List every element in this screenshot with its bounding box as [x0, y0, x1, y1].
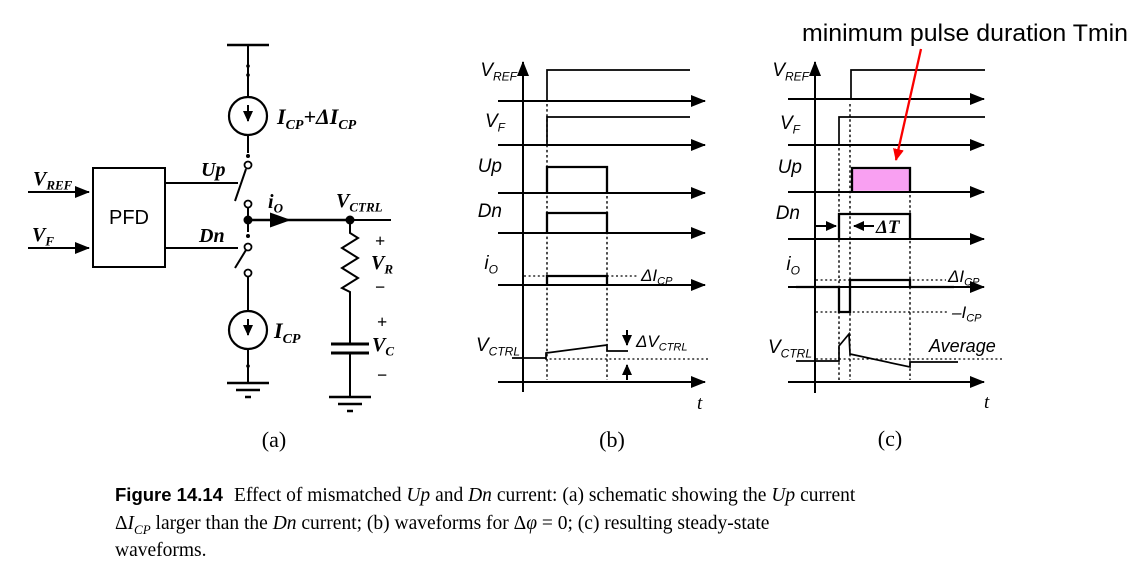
panel-b-tag: (b): [599, 427, 625, 452]
dicp-label: ΔICP: [640, 266, 673, 288]
vf-wave: [546, 116, 690, 145]
vctrl-wave: [796, 331, 958, 369]
pfd-label: PFD: [109, 207, 149, 229]
caption-text: Up: [406, 485, 431, 506]
panel-c-tag: (c): [878, 426, 902, 451]
caption-text: φ: [526, 512, 537, 534]
vctrl-label: VCTRL: [768, 337, 812, 361]
caption-line-2: ΔICP larger than the Dn current; (b) wav…: [115, 510, 1045, 538]
dt-label: ΔT: [875, 217, 901, 238]
vf-label: VF: [485, 111, 506, 135]
caption-text: current: [795, 485, 856, 506]
dvctrl-label: ΔVCTRL: [635, 332, 687, 354]
vctrl-label: VCTRL: [336, 190, 383, 215]
dn-pulse: [837, 212, 912, 239]
caption-text: Dn: [468, 485, 492, 506]
io-wave: [796, 278, 954, 314]
up-pulse: [545, 165, 609, 193]
dn-switch: [234, 242, 253, 278]
io-pulse: [545, 274, 609, 285]
vref-label: VREF: [480, 60, 517, 84]
ground-icon: [329, 395, 371, 413]
caption-text: = 0; (c) resulting steady-state: [537, 512, 770, 534]
io-label: iO: [484, 253, 498, 277]
caption-text: current: (a) schematic showing the: [491, 485, 772, 506]
panel-c-waveforms: ΔT minimum pulse duration Tmin VREF VF U…: [768, 20, 1128, 451]
caption-text: Dn: [272, 512, 297, 534]
up-pulse-highlight: [853, 169, 909, 191]
caption-text: Δ: [115, 512, 128, 534]
vc-label: VC: [372, 334, 394, 359]
wire-dot: [246, 64, 250, 68]
up-label: Up: [478, 156, 502, 177]
caption-line-3: waveforms.: [115, 537, 1045, 565]
vref-label: VREF: [772, 60, 809, 84]
tmin-annotation: minimum pulse duration Tmin: [802, 20, 1128, 47]
up-pulse: [850, 166, 912, 192]
current-source-top: [227, 95, 269, 137]
vref-wave: [546, 69, 690, 101]
io-label: iO: [786, 254, 800, 278]
wire-dot: [246, 154, 250, 158]
caption-text: Up: [771, 485, 796, 506]
dn-label: Dn: [776, 203, 800, 224]
vctrl-label: VCTRL: [476, 335, 520, 359]
tmin-annotation-arrow: [893, 48, 923, 161]
caption-text: larger than the: [150, 512, 273, 534]
current-source-bottom: [227, 309, 269, 351]
dn-pulse: [545, 211, 609, 233]
panel-a-schematic: ICP+ΔICP PFD VREF VF Up Dn iO VCTRL: [28, 43, 394, 452]
resistor: [339, 224, 360, 344]
caption-text: I: [127, 512, 135, 534]
ground-icon: [227, 381, 269, 399]
pfd-block: [92, 167, 166, 268]
vr-label: VR: [371, 252, 393, 277]
vf-input-label: VF: [32, 224, 54, 249]
capacitor: [331, 342, 369, 355]
caption-text: and: [430, 485, 469, 506]
io-label: iO: [268, 191, 284, 216]
caption-text: waveforms.: [115, 540, 207, 561]
wire-dot: [246, 364, 250, 368]
dn-label: Dn: [198, 225, 225, 247]
icp-plus-delta-label: ICP+ΔICP: [276, 104, 357, 133]
wire-dot: [246, 234, 250, 238]
up-switch: [234, 160, 253, 209]
icp-label: ICP: [273, 318, 301, 347]
vr-plus: +: [375, 231, 385, 251]
caption-subscript: CP: [134, 521, 151, 537]
wire-dot: [246, 73, 250, 77]
panel-a-tag: (a): [262, 427, 286, 452]
vc-plus: +: [377, 312, 387, 332]
up-label: Up: [778, 157, 802, 178]
micp-label: –ICP: [951, 303, 982, 325]
dicp-label: ΔICP: [947, 267, 980, 289]
vref-input-label: VREF: [33, 168, 73, 193]
vref-wave: [850, 69, 985, 99]
vf-label: VF: [780, 113, 801, 137]
caption-text: Effect of mismatched: [233, 485, 407, 506]
caption-text: current; (b) waveforms for: [296, 512, 514, 534]
dn-label: Dn: [478, 201, 502, 222]
time-label: t: [984, 392, 990, 413]
vf-wave: [838, 116, 985, 145]
caption-text: Δ: [513, 512, 527, 534]
average-label: Average: [928, 336, 996, 356]
io-arrowhead: [270, 212, 291, 228]
up-label: Up: [201, 159, 225, 181]
vc-minus: −: [377, 365, 387, 385]
vr-minus: −: [375, 277, 385, 297]
time-label: t: [697, 393, 703, 414]
figure-number: Figure 14.14: [115, 484, 223, 505]
panel-b-waveforms: VREF VF Up Dn iO VCTRL ΔICP ΔVCTRL t (b): [476, 60, 708, 452]
vctrl-wave: [512, 344, 628, 359]
